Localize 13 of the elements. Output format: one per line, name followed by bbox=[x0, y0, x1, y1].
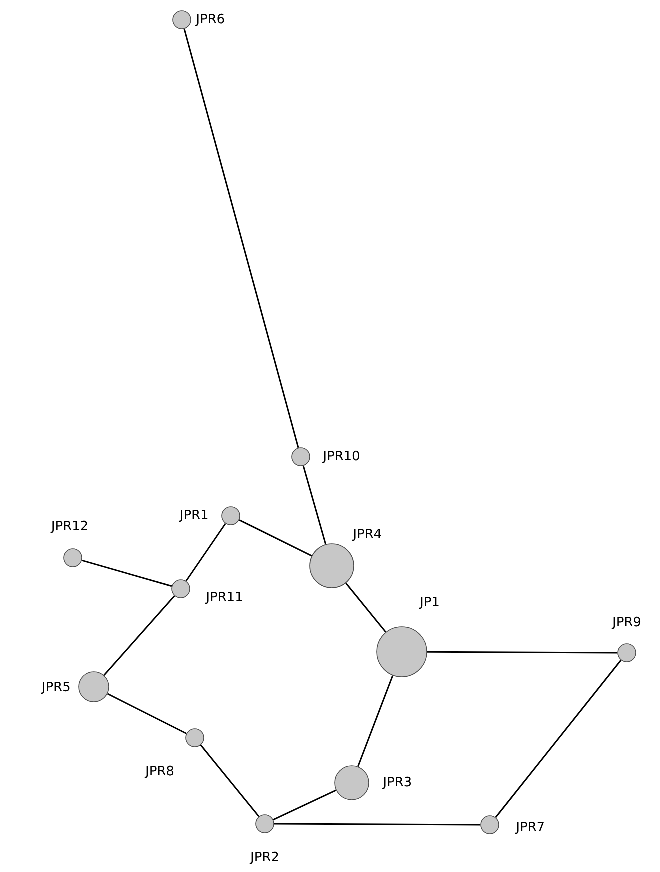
node-label: JPR8 bbox=[144, 766, 174, 778]
node-label: JP1 bbox=[419, 596, 439, 609]
node-label: JPR9 bbox=[612, 616, 641, 630]
node-label: JPR3 bbox=[382, 776, 412, 790]
node-label: JPR7 bbox=[516, 822, 544, 834]
node-label: JPR12 bbox=[50, 520, 88, 534]
node-label: JPR2 bbox=[250, 852, 278, 864]
node-label: JPR1 bbox=[179, 510, 208, 522]
node-label: JPR10 bbox=[322, 450, 360, 464]
node-label: JPR11 bbox=[206, 592, 242, 604]
node-label: JPR6 bbox=[196, 14, 224, 26]
node-label: JPR5 bbox=[41, 682, 70, 694]
node-label: JPR4 bbox=[352, 528, 382, 541]
